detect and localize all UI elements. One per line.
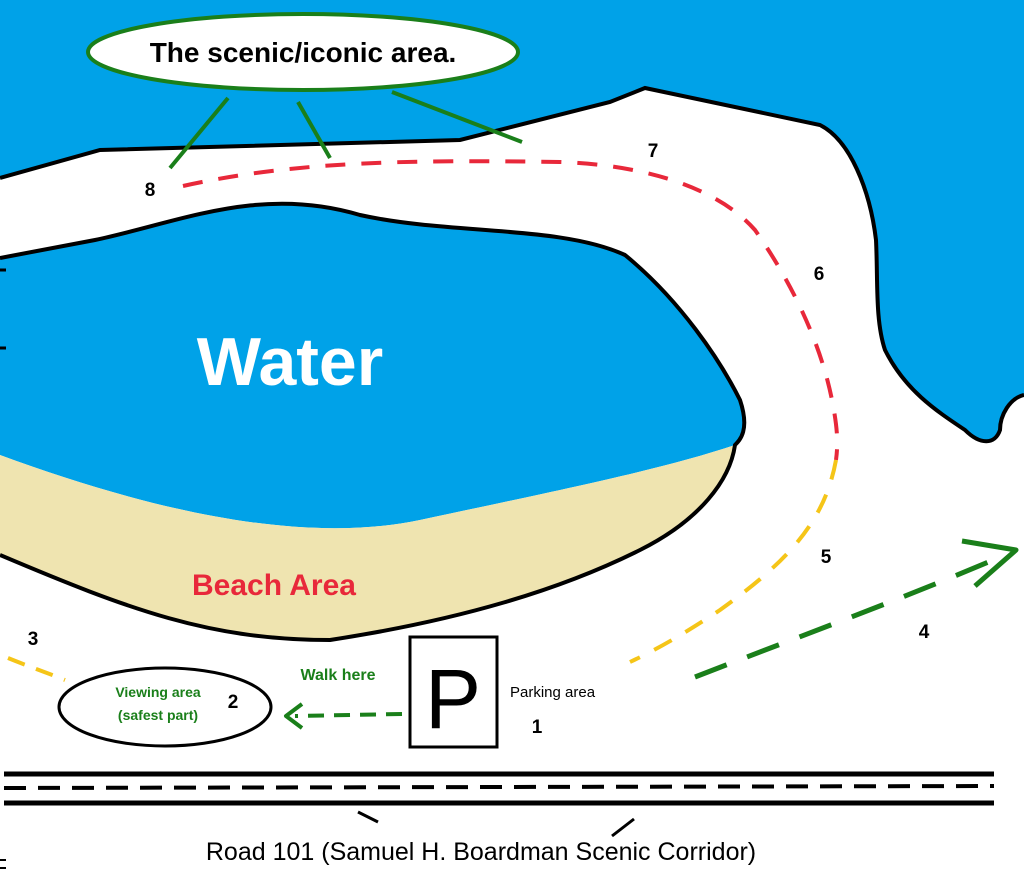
cove-water <box>0 203 745 529</box>
coastline <box>0 85 1024 444</box>
viewing-area-line2: (safest part) <box>118 707 198 723</box>
route-point-7: 7 <box>648 141 659 162</box>
viewing-area-line1: Viewing area <box>115 684 201 700</box>
route-point-6: 6 <box>814 264 825 285</box>
scenic-callout-bubble <box>86 12 520 92</box>
ocean-area <box>0 0 1024 442</box>
route-point-5: 5 <box>821 547 832 568</box>
yellow-trail-3 <box>7 656 66 682</box>
green-arrowhead-walk <box>284 702 304 730</box>
scenic-callout-text: The scenic/iconic area. <box>150 37 457 68</box>
callout-pointer <box>168 96 230 170</box>
walk-here-label: Walk here <box>301 667 376 684</box>
parking-label: Parking area <box>510 684 596 701</box>
route-point-2: 2 <box>228 692 239 713</box>
viewing-area[interactable] <box>57 666 273 748</box>
water-label: Water <box>197 324 383 400</box>
beach-sand <box>0 445 735 640</box>
road-centerline <box>3 784 995 790</box>
route-point-3: 3 <box>28 629 39 650</box>
parking-sign-letter: P <box>425 652 481 746</box>
route-point-4: 4 <box>919 622 930 643</box>
callout-pointer <box>391 90 523 144</box>
parking-sign[interactable] <box>408 635 499 749</box>
cove-outline <box>0 201 747 643</box>
route-point-1: 1 <box>532 717 543 738</box>
green-trail-4 <box>694 552 1006 680</box>
road-label-pointer <box>357 810 379 824</box>
road-label-pointer <box>611 817 635 838</box>
green-arrowhead-4 <box>961 538 1019 588</box>
road-label: Road 101 (Samuel H. Boardman Scenic Corr… <box>206 838 756 866</box>
beach-label: Beach Area <box>192 569 356 602</box>
yellow-trail <box>629 459 838 664</box>
route-point-8: 8 <box>145 180 156 201</box>
green-walk-path <box>294 712 403 718</box>
callout-pointer <box>296 101 332 159</box>
